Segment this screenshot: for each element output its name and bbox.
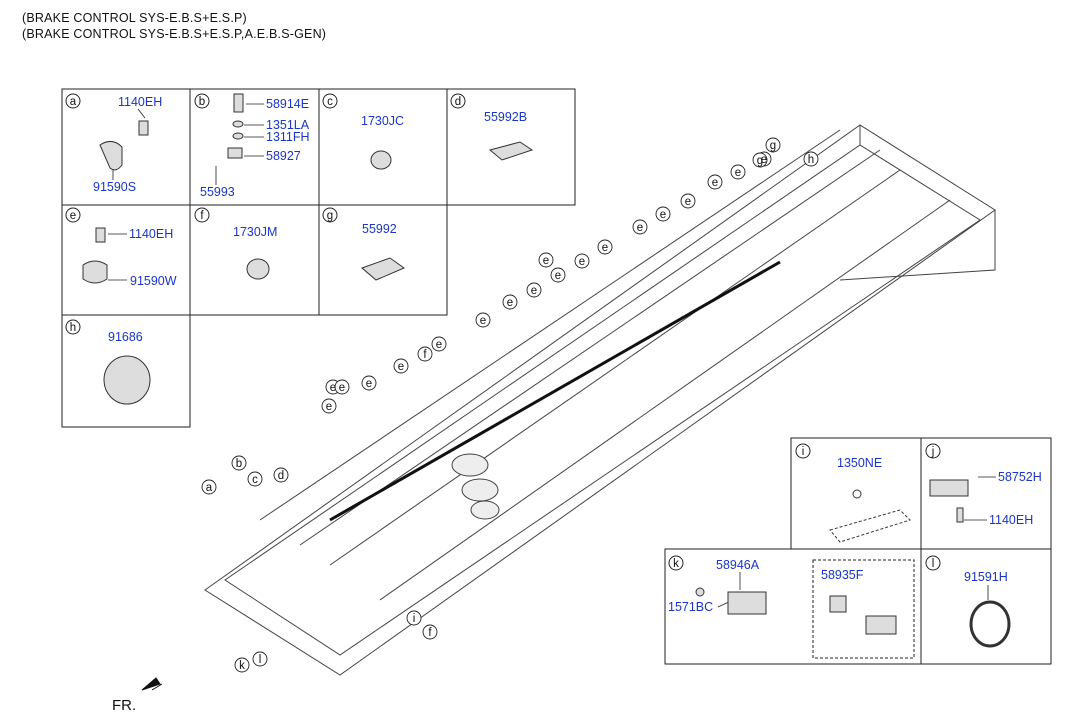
part-b-1351LA[interactable]: 1351LA <box>266 118 310 132</box>
tee-fitting-icon <box>488 141 534 161</box>
callout-e-12: e <box>602 242 608 254</box>
part-b-58914E[interactable]: 58914E <box>266 97 309 111</box>
callout-e-10: e <box>555 270 561 282</box>
callout-e-5: e <box>436 339 442 351</box>
callout-d: d <box>278 470 284 482</box>
part-b-58927[interactable]: 58927 <box>266 149 301 163</box>
part-e-91590W[interactable]: 91590W <box>130 274 177 288</box>
callout-e-11: e <box>579 256 585 268</box>
callout-e-16: e <box>712 177 718 189</box>
part-k-58935F[interactable]: 58935F <box>821 568 864 582</box>
connector-icon <box>227 147 243 159</box>
brake-harness-line <box>329 260 781 522</box>
callout-l: l <box>259 654 262 666</box>
part-l-91591H[interactable]: 91591H <box>964 570 1008 584</box>
washer-i-icon <box>852 489 862 499</box>
bolt-k-icon <box>695 587 705 597</box>
part-a-91590S[interactable]: 91590S <box>93 180 136 194</box>
bolt-j-icon <box>956 507 964 523</box>
panel-k-sub-box <box>812 559 915 659</box>
callout-e-18: e <box>761 154 767 166</box>
part-g-55992[interactable]: 55992 <box>362 222 397 236</box>
callout-k: k <box>239 660 245 672</box>
bracket-j-icon <box>929 479 969 497</box>
panel-b-letter: b <box>199 96 205 108</box>
seal-l-icon <box>969 600 1011 648</box>
callout-e-15: e <box>685 196 691 208</box>
front-direction-label: FR. <box>112 697 137 714</box>
part-e-1140EH[interactable]: 1140EH <box>129 227 173 241</box>
callout-e-19: e <box>366 378 372 390</box>
header-line-2: (BRAKE CONTROL SYS-E.B.S+E.S.P,A.E.B.S-G… <box>22 27 327 41</box>
callout-e-2: e <box>330 382 336 394</box>
panel-g-letter: g <box>327 210 333 222</box>
clip-e-icon <box>82 260 108 284</box>
part-d-55992B[interactable]: 55992B <box>484 110 527 124</box>
callout-e-7: e <box>507 297 513 309</box>
part-j-58752H[interactable]: 58752H <box>998 470 1042 484</box>
callout-e-3: e <box>339 382 345 394</box>
panel-h-letter: h <box>70 322 76 334</box>
callout-e-13: e <box>637 222 643 234</box>
header-line-1: (BRAKE CONTROL SYS-E.B.S+E.S.P) <box>22 11 247 25</box>
panel-h-box <box>61 314 191 428</box>
panel-c-letter: c <box>327 96 333 108</box>
callout-e-4: e <box>398 361 404 373</box>
panel-grid-mid-row <box>61 204 448 316</box>
callout-f-2: f <box>428 627 432 639</box>
part-i-1350NE[interactable]: 1350NE <box>837 456 882 470</box>
part-c-1730JC[interactable]: 1730JC <box>361 114 404 128</box>
callout-b: b <box>236 458 242 470</box>
part-h-91686[interactable]: 91686 <box>108 330 143 344</box>
front-arrow-icon <box>141 677 163 691</box>
callout-e-6: e <box>480 315 486 327</box>
part-a-1140EH[interactable]: 1140EH <box>118 95 162 109</box>
valve-k2-icon <box>865 615 897 635</box>
panel-e-letter: e <box>70 210 76 222</box>
callout-g-2: g <box>770 140 776 152</box>
part-j-1140EH[interactable]: 1140EH <box>989 513 1033 527</box>
washer-icon <box>232 120 244 128</box>
callout-f-1: f <box>423 349 427 361</box>
part-b-1311FH[interactable]: 1311FH <box>266 130 310 144</box>
callout-e-14: e <box>660 209 666 221</box>
sensor-k-icon <box>829 595 847 613</box>
clip-icon <box>99 141 123 171</box>
panel-i-letter: i <box>802 446 805 458</box>
callout-a: a <box>206 482 213 494</box>
grommet-f-icon <box>246 258 270 280</box>
air-tank-icon <box>451 453 489 477</box>
callout-e-8: e <box>531 285 537 297</box>
bolt-e-icon <box>95 227 106 243</box>
panel-j-letter: j <box>931 446 935 458</box>
panel-kl-box <box>664 548 1052 665</box>
callout-e-17: e <box>735 167 741 179</box>
callout-i: i <box>413 613 416 625</box>
callout-e-1: e <box>326 401 332 413</box>
callout-h: h <box>808 154 814 166</box>
panel-a-letter: a <box>70 96 77 108</box>
panel-d-letter: d <box>455 96 461 108</box>
panel-f-letter: f <box>200 210 204 222</box>
panel-k-letter: k <box>673 558 679 570</box>
tee-g-icon <box>361 257 406 281</box>
grommet-icon <box>370 150 392 170</box>
part-f-1730JM[interactable]: 1730JM <box>233 225 277 239</box>
callout-c: c <box>252 474 258 486</box>
plug-h-icon <box>103 355 151 405</box>
part-b-55993[interactable]: 55993 <box>200 185 235 199</box>
bolt-icon <box>138 120 149 136</box>
fitting-icon <box>233 93 244 113</box>
part-k-58946A[interactable]: 58946A <box>716 558 760 572</box>
panel-l-letter: l <box>932 558 935 570</box>
chassis-frame-drawing <box>204 124 996 676</box>
part-k-1571BC[interactable]: 1571BC <box>668 600 713 614</box>
callout-e-9: e <box>543 255 549 267</box>
callout-g-1: g <box>757 155 763 167</box>
valve-k-icon <box>727 591 767 615</box>
